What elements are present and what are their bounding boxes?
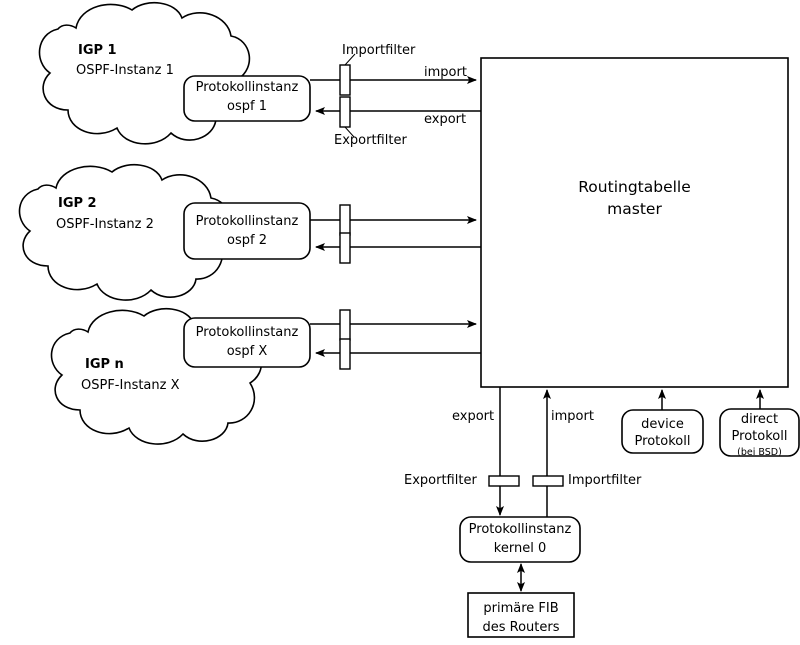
cloud-igp-1-title: IGP 1 bbox=[78, 43, 117, 58]
primary-fib-line1: primäre FIB bbox=[483, 601, 559, 616]
direct-protocol-line3: (bei BSD) bbox=[737, 447, 782, 458]
export-filter-label-1: Exportfilter bbox=[334, 133, 407, 148]
kernel-import-filter-box bbox=[532, 475, 564, 487]
cloud-igp-2 bbox=[18, 164, 231, 301]
protocol-instance-ospf-2-line2: ospf 2 bbox=[227, 233, 267, 248]
export-filter-box-2 bbox=[339, 232, 351, 264]
protocol-instance-ospf-1-line2: ospf 1 bbox=[227, 99, 267, 114]
kernel-export-filter-box bbox=[488, 475, 520, 487]
protocol-instance-ospf-x-line2: ospf X bbox=[226, 344, 268, 359]
cloud-igp-1-subtitle: OSPF-Instanz 1 bbox=[76, 63, 174, 78]
export-filter-box-3 bbox=[339, 338, 351, 370]
direct-protocol-line1: direct bbox=[740, 412, 779, 427]
import-filter-leader-1 bbox=[344, 53, 356, 66]
device-protocol-line2: Protokoll bbox=[634, 434, 691, 449]
protocol-instance-kernel-0-line1: Protokollinstanz bbox=[468, 522, 572, 537]
routing-table-master-line1: Routingtabelle bbox=[578, 178, 691, 196]
import-filter-box-1 bbox=[339, 64, 351, 96]
direct-protocol-box bbox=[719, 408, 800, 457]
primary-fib-box bbox=[467, 592, 575, 638]
kernel-import-filter-label: Importfilter bbox=[568, 473, 642, 488]
device-protocol-line1: device bbox=[641, 417, 684, 432]
protocol-instance-box-kernel-0 bbox=[459, 516, 581, 563]
cloud-igp-n-title: IGP n bbox=[85, 357, 124, 372]
cloud-igp-n-subtitle: OSPF-Instanz X bbox=[81, 378, 180, 393]
primary-fib-line2: des Routers bbox=[482, 620, 560, 635]
protocol-instance-box-ospf-x bbox=[183, 317, 311, 368]
routing-table-master-box bbox=[480, 57, 789, 388]
import-label-1: import bbox=[424, 65, 467, 80]
kernel-export-label: export bbox=[452, 409, 495, 424]
routing-table-master-line2: master bbox=[607, 200, 662, 218]
protocol-instance-ospf-x-line1: Protokollinstanz bbox=[195, 325, 299, 340]
export-filter-leader-1 bbox=[344, 126, 355, 138]
kernel-import-label: import bbox=[551, 409, 594, 424]
protocol-instance-kernel-0-line2: kernel 0 bbox=[493, 541, 547, 556]
export-label-1: export bbox=[424, 112, 467, 127]
protocol-instance-ospf-2-line1: Protokollinstanz bbox=[195, 214, 299, 229]
cloud-igp-2-subtitle: OSPF-Instanz 2 bbox=[56, 217, 154, 232]
cloud-igp-2-title: IGP 2 bbox=[58, 196, 97, 211]
kernel-export-filter-label: Exportfilter bbox=[404, 473, 477, 488]
import-filter-label-1: Importfilter bbox=[342, 43, 416, 58]
import-filter-box-2 bbox=[339, 204, 351, 236]
protocol-instance-ospf-1-line1: Protokollinstanz bbox=[195, 80, 299, 95]
direct-protocol-line2: Protokoll bbox=[731, 429, 788, 444]
protocol-instance-box-ospf-2 bbox=[183, 202, 311, 260]
export-filter-box-1 bbox=[339, 96, 351, 128]
device-protocol-box bbox=[621, 409, 704, 454]
import-filter-box-3 bbox=[339, 309, 351, 341]
protocol-instance-box-ospf-1 bbox=[183, 75, 311, 122]
